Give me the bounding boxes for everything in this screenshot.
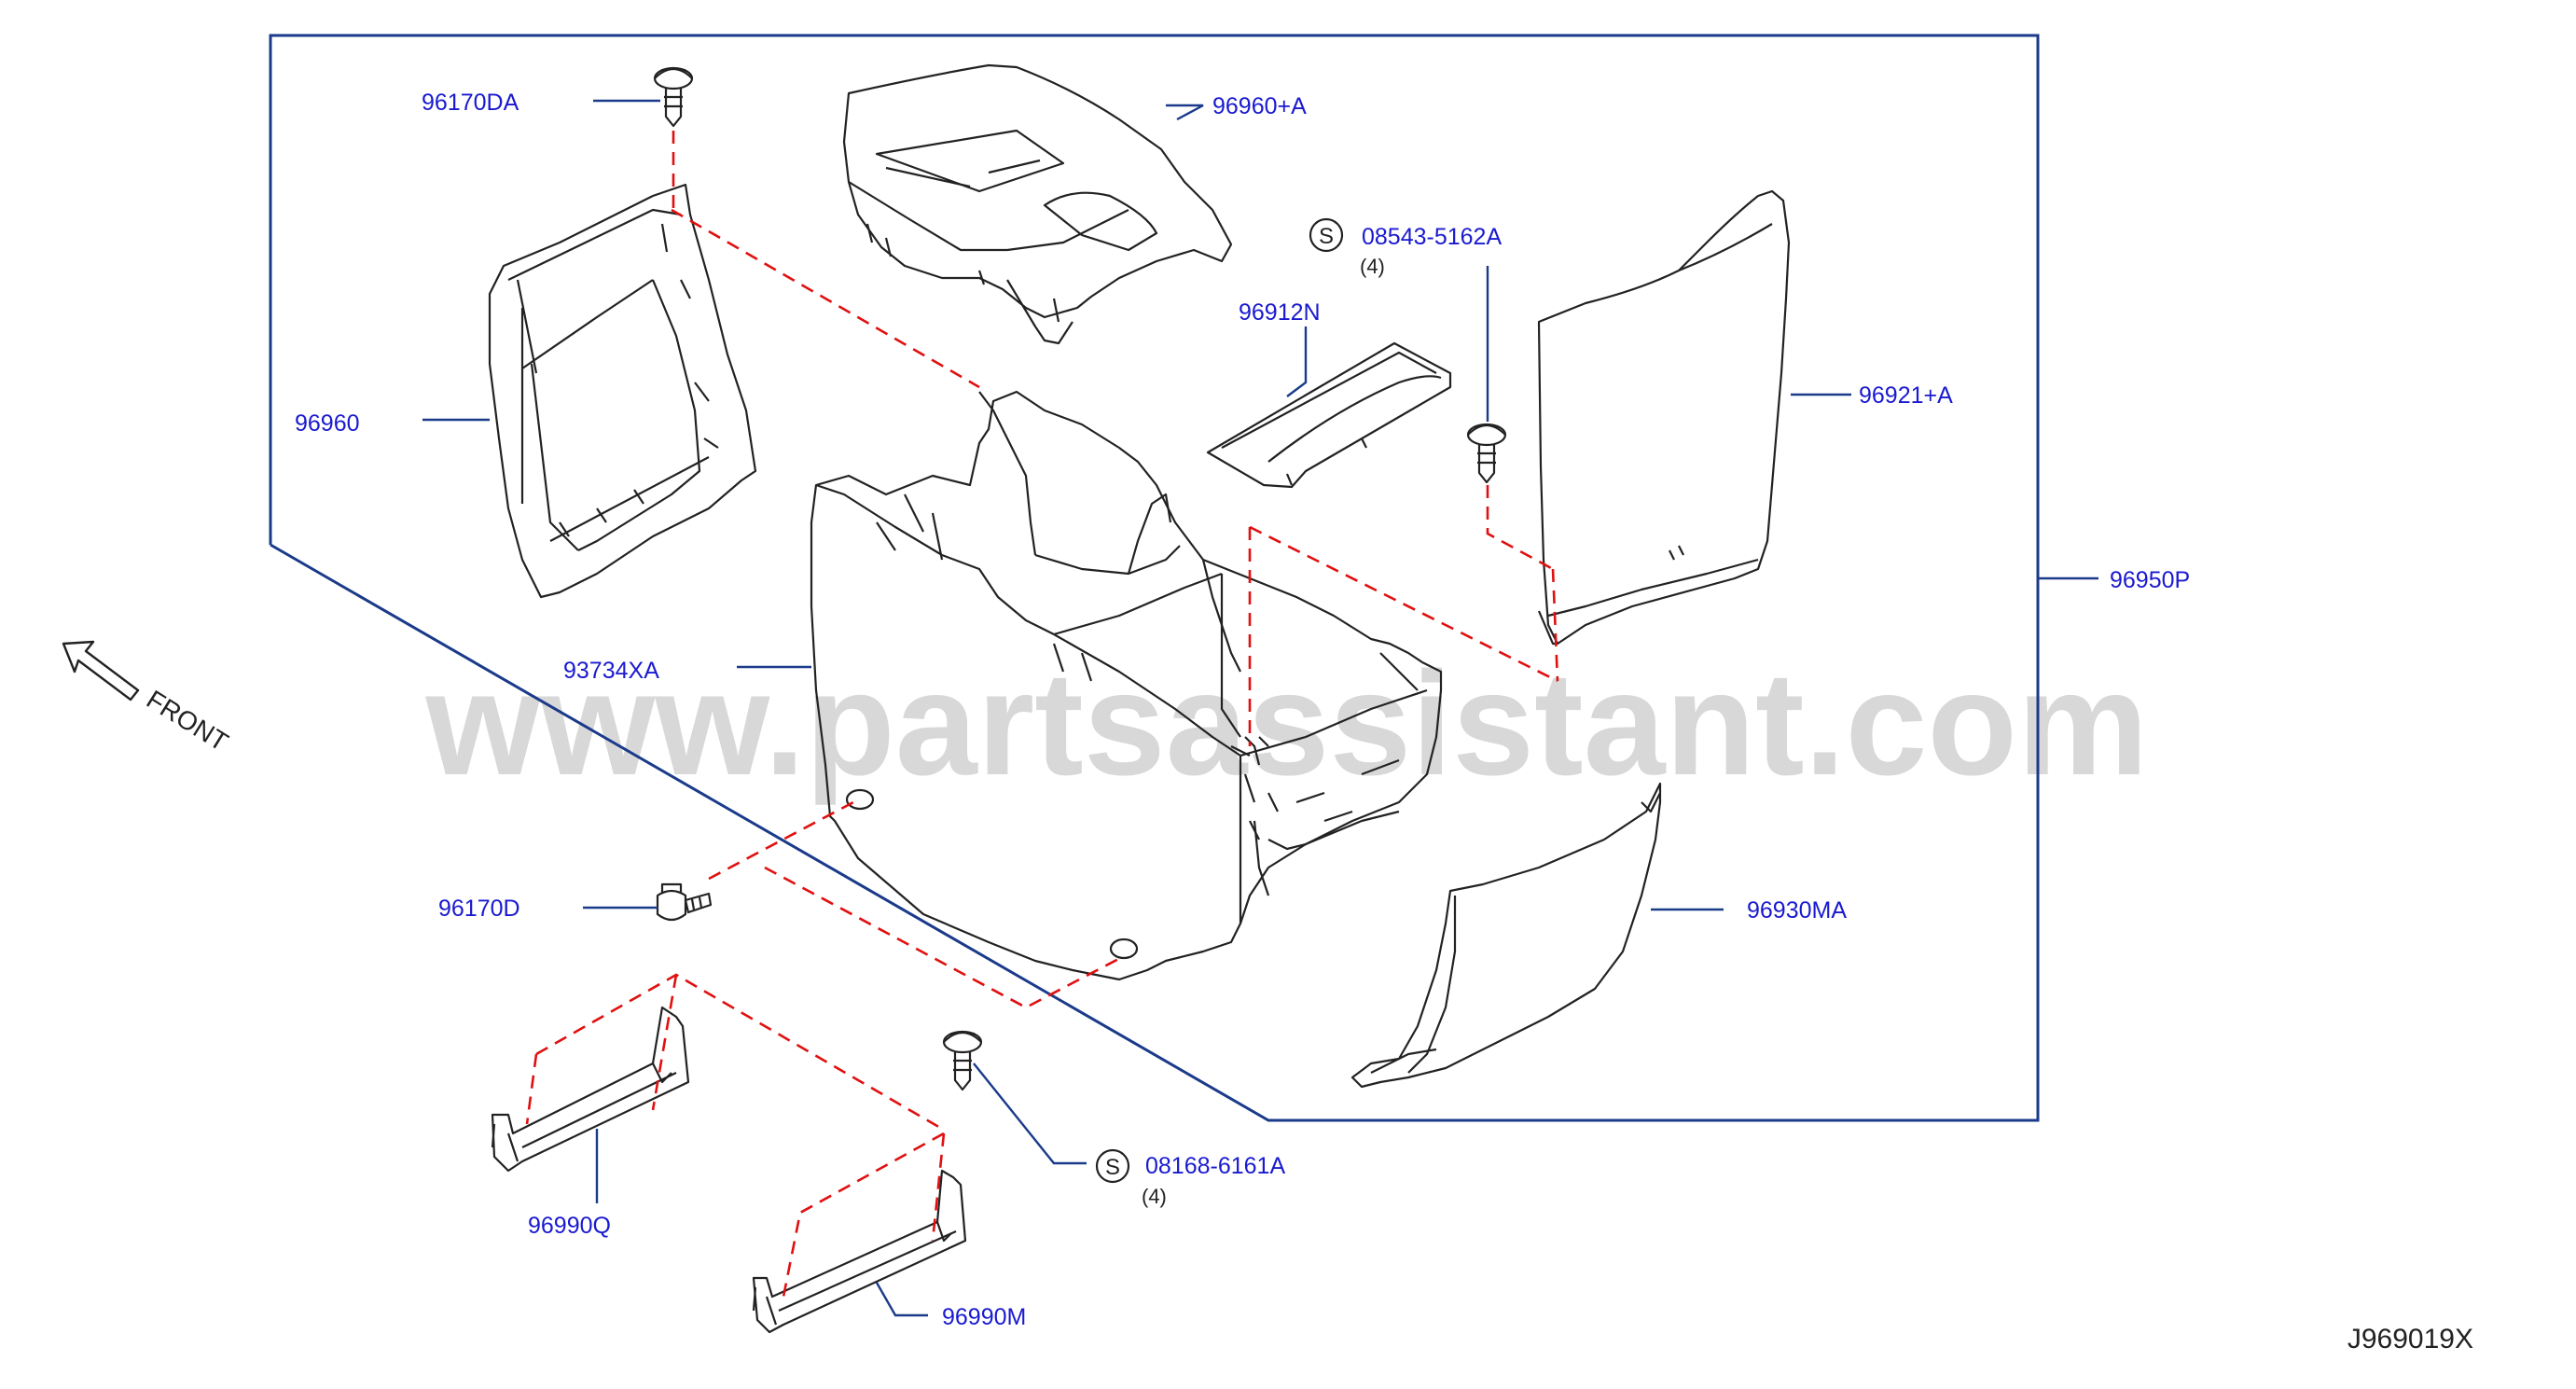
label-08168-6161a[interactable]: 08168-6161A: [1145, 1153, 1285, 1179]
label-96912n[interactable]: 96912N: [1239, 299, 1321, 326]
symbol-s-08543: S: [1309, 217, 1344, 253]
leader-lines: [422, 99, 2098, 1317]
label-96990m[interactable]: 96990M: [942, 1304, 1026, 1330]
screw-08168-part: [942, 1030, 983, 1091]
tray-96912n-part: [1206, 341, 1452, 489]
label-96930ma[interactable]: 96930MA: [1747, 897, 1847, 924]
svg-text:S: S: [1105, 1155, 1120, 1180]
label-96990q[interactable]: 96990Q: [528, 1213, 611, 1239]
symbol-s-08168: S: [1095, 1148, 1130, 1184]
qty-08543: (4): [1360, 255, 1385, 278]
screw-08543-part: [1466, 423, 1507, 484]
qty-08168: (4): [1142, 1185, 1167, 1208]
label-08543-5162a[interactable]: 08543-5162A: [1362, 224, 1502, 250]
bolt-96170d-part: [656, 882, 713, 922]
armrest-pad-96921a-part: [1537, 189, 1791, 646]
label-93734xa[interactable]: 93734XA: [563, 658, 659, 684]
bracket-96990m-part: [752, 1169, 967, 1334]
drawing-id: J969019X: [2347, 1324, 2473, 1354]
label-96170d[interactable]: 96170D: [438, 896, 520, 922]
bracket-96990q-part: [491, 1006, 690, 1173]
label-96921a[interactable]: 96921+A: [1859, 382, 1953, 409]
rear-cover-96930ma-part: [1350, 782, 1662, 1089]
label-96960a[interactable]: 96960+A: [1212, 93, 1307, 119]
label-96170da[interactable]: 96170DA: [422, 90, 519, 116]
front-label: FRONT: [142, 685, 233, 757]
assembly-guides: [525, 131, 1559, 1298]
label-96950p[interactable]: 96950P: [2110, 567, 2190, 593]
armrest-top-96960a-part: [842, 63, 1233, 345]
clip-96170da-part: [653, 66, 694, 128]
bezel-96960-part: [488, 183, 757, 599]
watermark: www.partsassistant.com: [425, 642, 2149, 806]
assembly-boundary: [269, 34, 2040, 1122]
front-arrow-icon: [62, 640, 140, 701]
console-body-93734xa-part: [810, 390, 1443, 981]
label-96960[interactable]: 96960: [295, 410, 360, 437]
svg-text:S: S: [1319, 224, 1334, 249]
